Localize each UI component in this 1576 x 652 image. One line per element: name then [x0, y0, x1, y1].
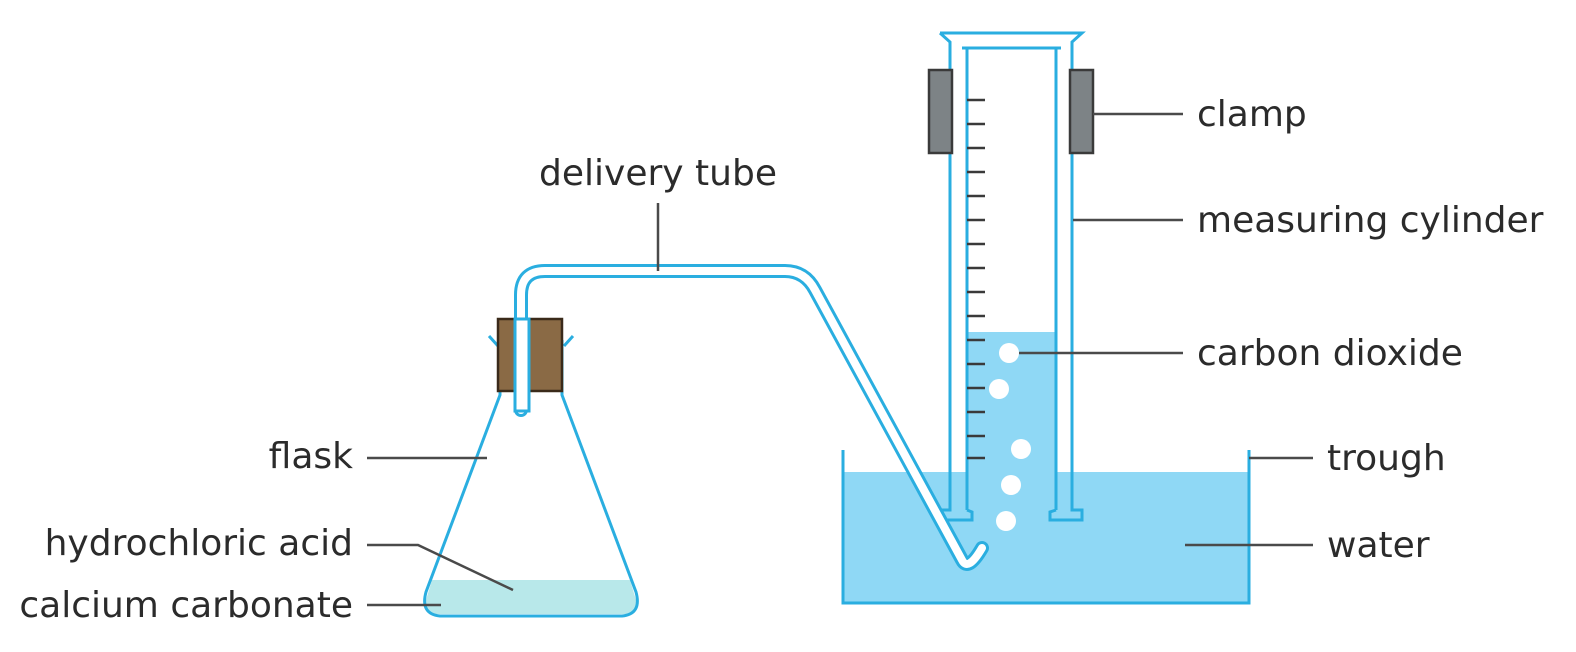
label-flask: flask: [269, 436, 353, 477]
measuring-cylinder: [938, 31, 1086, 522]
bubble: [1011, 439, 1031, 459]
bubble: [999, 343, 1019, 363]
delivery-tube: [514, 264, 989, 571]
stopper-tube-hole: [513, 317, 531, 413]
labels: delivery tube clamp measuring cylinder c…: [19, 94, 1543, 626]
bubble: [1001, 475, 1021, 495]
clamp: [927, 68, 1095, 155]
bubble: [996, 511, 1016, 531]
trough-outline: [841, 450, 1251, 605]
carbon-dioxide-bubbles: [989, 343, 1031, 531]
label-delivery-tube: delivery tube: [539, 153, 777, 194]
flask-rim: [487, 334, 575, 348]
label-measuring-cylinder: measuring cylinder: [1197, 200, 1544, 241]
flask: [423, 317, 639, 618]
label-carbon-dioxide: carbon dioxide: [1197, 333, 1463, 374]
leader-hydrochloric-acid: [367, 543, 514, 592]
label-hydrochloric-acid: hydrochloric acid: [45, 523, 353, 564]
leader-lines: [367, 112, 1313, 607]
clamp-right: [1068, 68, 1095, 155]
delivery-tube-inner: [517, 267, 986, 568]
cylinder-graduations: [967, 98, 985, 460]
clamp-left: [927, 68, 954, 155]
flask-acid: [425, 580, 637, 614]
label-clamp: clamp: [1197, 94, 1307, 135]
label-water: water: [1327, 525, 1430, 566]
flask-body: [423, 340, 639, 618]
label-trough: trough: [1327, 438, 1446, 479]
label-calcium-carbonate: calcium carbonate: [19, 585, 353, 626]
bubble: [989, 379, 1009, 399]
